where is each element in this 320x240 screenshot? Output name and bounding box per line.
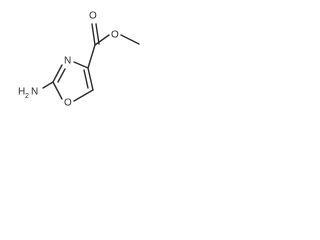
bond-n3-c4 [73, 61, 89, 69]
bond-carbonyl-o-double-a [91, 23, 96, 46]
bond-c2-n3-double [57, 68, 66, 83]
ring-oxygen-label: O [64, 98, 72, 109]
chemical-structure: O O N O H 2 N [18, 11, 140, 109]
ester-oxygen-label: O [111, 30, 119, 41]
amine-group: H 2 N [18, 87, 38, 101]
amine-hydrogen-label: H [18, 87, 25, 98]
amine-nitrogen-label: N [31, 87, 38, 98]
bond-c2-nh2 [42, 81, 54, 89]
bond-c5-o1 [73, 89, 94, 102]
bond-c4-c5-double [83, 69, 89, 89]
ring-nitrogen-label: N [64, 56, 71, 67]
bond-carbonyl-o-double-b [95, 23, 100, 45]
bond-c2-n3 [52, 64, 63, 83]
bond-carbonyl-o-ester [94, 34, 110, 46]
carbonyl-oxygen-label: O [89, 11, 97, 22]
bond-c4-c5 [87, 67, 94, 91]
bond-c4-carbonyl [87, 44, 96, 69]
bond-o1-c2 [52, 81, 63, 100]
bond-o-methyl [120, 34, 140, 45]
amine-count-label: 2 [25, 93, 29, 100]
